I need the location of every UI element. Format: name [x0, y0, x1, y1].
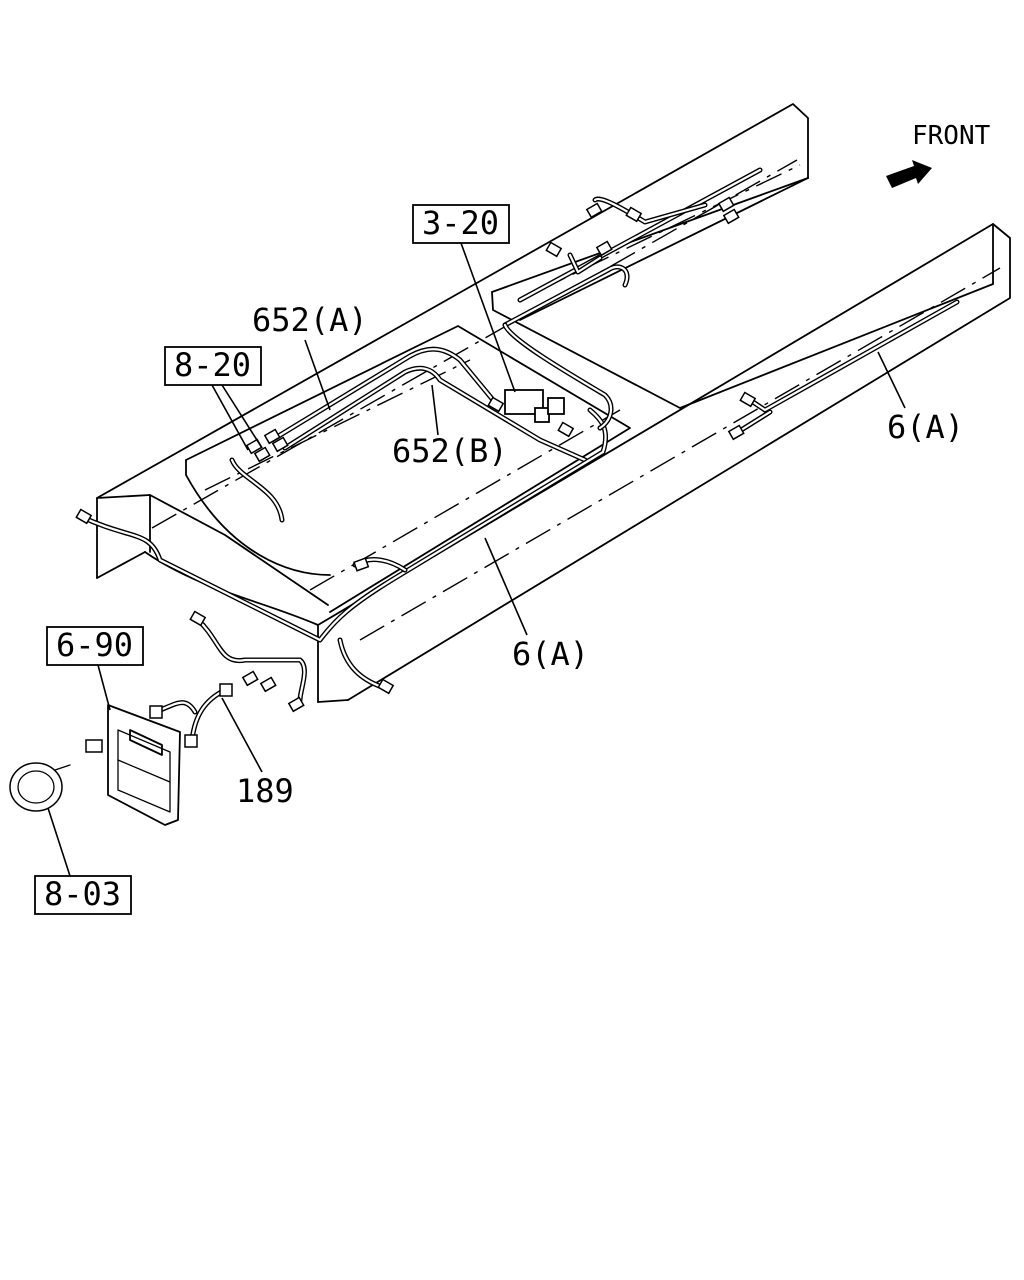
ref-box-8-03-label: 8-03 — [44, 875, 121, 913]
leader-8-03 — [47, 807, 71, 877]
leader-3-20 — [460, 242, 516, 393]
part-label-6a-right: 6(A) — [887, 408, 964, 446]
leader-652a — [304, 339, 331, 411]
lamp — [9, 762, 71, 812]
leader-8-20-b — [221, 384, 263, 449]
leader-189 — [221, 697, 263, 773]
mounting-bracket — [107, 704, 181, 826]
part-label-652b: 652(B) — [392, 432, 508, 470]
part-label-189: 189 — [236, 772, 294, 810]
ref-box-6-90: 6-90 — [46, 626, 144, 666]
ref-box-8-03: 8-03 — [34, 875, 132, 915]
ref-box-6-90-label: 6-90 — [56, 626, 133, 664]
front-label: FRONT — [912, 121, 991, 151]
part-label-652a: 652(A) — [252, 301, 368, 339]
leader-6a-right — [877, 351, 906, 409]
harness-652a — [269, 346, 501, 443]
harness-652b — [282, 365, 588, 463]
harness-8-20-branch — [229, 457, 285, 523]
harness-189 — [152, 617, 307, 743]
ref-box-8-20: 8-20 — [164, 346, 262, 386]
leader-6-90 — [97, 664, 111, 711]
ref-box-3-20: 3-20 — [412, 204, 510, 244]
part-label-6a-bottom: 6(A) — [512, 635, 589, 673]
harness-6a-right — [735, 299, 960, 435]
harness-front — [502, 167, 763, 431]
control-unit — [504, 389, 565, 423]
ref-box-8-20-label: 8-20 — [174, 346, 251, 384]
ref-box-3-20-label: 3-20 — [422, 204, 499, 242]
leader-8-20-a — [211, 384, 249, 451]
connectors — [75, 196, 757, 753]
leader-6a-bottom — [484, 537, 528, 636]
front-arrow-icon — [886, 160, 932, 188]
leader-652b — [431, 384, 439, 436]
